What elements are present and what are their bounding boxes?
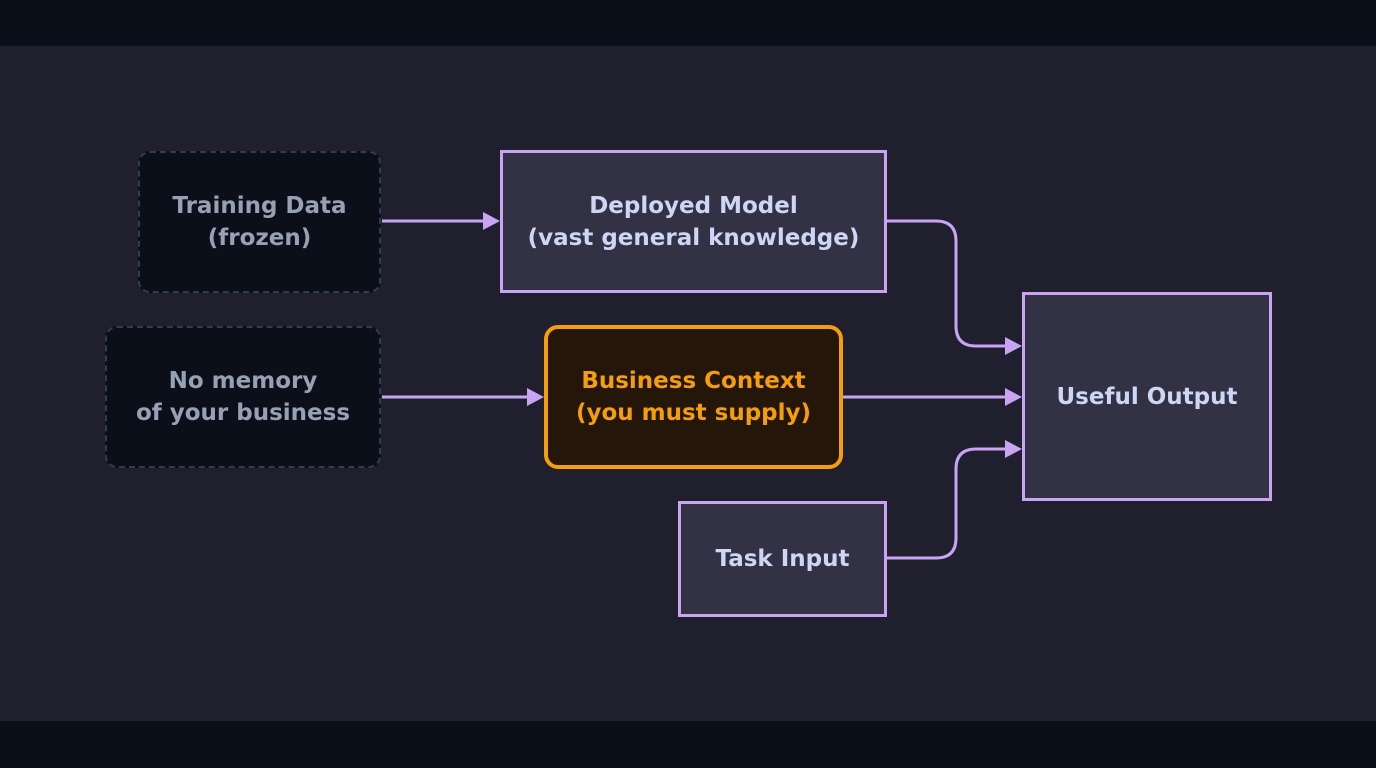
node-business-context: Business Context (you must supply)	[544, 325, 843, 469]
edge-task-to-output-arrowhead	[1005, 440, 1022, 458]
node-task-input: Task Input	[678, 501, 887, 617]
node-deployed-model: Deployed Model (vast general knowledge)	[500, 150, 887, 293]
bottom-letterbox	[0, 721, 1376, 768]
node-deployed-model-line1: Deployed Model	[589, 192, 798, 219]
node-task-input-label: Task Input	[715, 546, 850, 572]
edge-training-to-model-arrowhead	[483, 212, 500, 230]
node-no-memory-line1: No memory	[168, 368, 318, 394]
edge-model-to-output-arrowhead	[1005, 337, 1022, 355]
edge-model-to-output	[887, 219, 1005, 348]
edge-context-to-output-arrowhead	[1005, 388, 1022, 406]
top-letterbox	[0, 0, 1376, 46]
edge-nomemory-to-context-arrowhead	[527, 388, 544, 406]
edge-task-to-output	[887, 447, 1005, 560]
node-useful-output-label: Useful Output	[1056, 383, 1238, 410]
node-business-context-line2: (you must supply)	[575, 400, 812, 426]
node-business-context-line1: Business Context	[581, 368, 806, 394]
node-training-data-line2: (frozen)	[207, 225, 312, 251]
node-training-data-line1: Training Data	[172, 193, 347, 219]
node-training-data: Training Data (frozen)	[138, 151, 381, 293]
node-no-memory-line2: of your business	[135, 400, 351, 426]
node-no-memory: No memory of your business	[105, 326, 381, 468]
node-deployed-model-line2: (vast general knowledge)	[527, 224, 860, 251]
node-useful-output: Useful Output	[1022, 292, 1272, 501]
